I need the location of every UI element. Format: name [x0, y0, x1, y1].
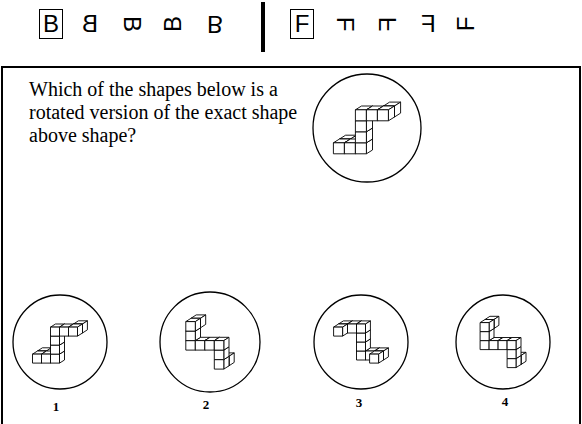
cube-face: [343, 324, 348, 336]
cube-face: [186, 341, 196, 351]
cube-face: [384, 348, 389, 360]
cube-face: [51, 327, 60, 336]
cube-face: [348, 324, 357, 333]
cube-face: [201, 315, 206, 328]
option-circle: [456, 295, 550, 389]
reference-letter: B: [43, 10, 59, 38]
option-circle: [314, 295, 408, 389]
cube-face: [366, 321, 371, 333]
cube-face: [498, 341, 507, 350]
question-text: Which of the shapes below is a rotated v…: [29, 78, 304, 147]
cube-face: [42, 354, 51, 363]
cube-face: [195, 318, 200, 331]
option-number: 3: [356, 395, 363, 411]
cube-face: [195, 341, 205, 351]
divider-bar: [261, 2, 265, 52]
cube-face: [480, 323, 489, 332]
cube-face: [214, 350, 224, 360]
cube-face: [480, 341, 489, 350]
letter-box: F: [290, 9, 314, 39]
option-circle: [13, 295, 107, 389]
cube-face: [366, 110, 377, 121]
letter-box: B: [39, 9, 63, 39]
option-number: 4: [502, 394, 509, 410]
target-circle: [313, 74, 421, 182]
cube-face: [186, 331, 196, 341]
reference-letter: F: [295, 10, 310, 38]
cube-face: [83, 321, 88, 333]
cube-face: [60, 327, 69, 336]
cube-face: [186, 322, 196, 332]
rotated-letter: B: [159, 16, 187, 32]
option-circle: [160, 292, 260, 392]
rotated-letter: B: [82, 10, 98, 38]
rotated-letter: B: [207, 10, 223, 38]
cube-face: [355, 110, 366, 121]
cube-face: [51, 336, 60, 345]
cube-face: [33, 354, 42, 363]
cube-face: [357, 333, 366, 342]
cube-face: [388, 106, 394, 121]
cube-face: [507, 341, 516, 350]
cube-face: [224, 337, 229, 350]
cube-face: [344, 143, 355, 154]
cube-face: [51, 345, 60, 354]
option-number: 1: [53, 399, 60, 415]
cube-face: [334, 327, 343, 336]
option-number: 2: [203, 397, 210, 413]
cube-face: [370, 354, 379, 363]
cube-face: [480, 332, 489, 341]
rotated-letter: F: [331, 17, 359, 32]
cube-face: [355, 143, 366, 154]
rotated-letter: F: [452, 17, 480, 32]
cube-face: [357, 324, 366, 333]
cube-face: [507, 359, 516, 368]
cube-face: [357, 351, 366, 360]
cube-face: [494, 316, 499, 328]
cube-face: [489, 341, 498, 350]
cube-face: [377, 110, 388, 121]
cube-face: [521, 352, 526, 364]
cube-face: [214, 360, 224, 370]
rotated-letter: F: [374, 17, 402, 32]
cube-face: [214, 341, 224, 351]
question-panel: Which of the shapes below is a rotated v…: [1, 66, 581, 424]
cube-face: [69, 327, 78, 336]
cube-face: [489, 320, 494, 332]
rotated-letter: F: [421, 10, 436, 38]
cube-face: [507, 350, 516, 359]
cube-face: [78, 324, 83, 336]
cube-face: [355, 121, 366, 132]
cube-face: [379, 351, 384, 363]
cube-face: [51, 354, 60, 363]
cube-face: [357, 342, 366, 351]
cube-face: [516, 338, 521, 350]
rotated-letter: B: [118, 16, 146, 32]
cube-face: [355, 132, 366, 143]
cube-face: [229, 353, 234, 366]
cube-face: [395, 102, 401, 117]
cube-face: [333, 143, 344, 154]
cube-face: [205, 341, 215, 351]
